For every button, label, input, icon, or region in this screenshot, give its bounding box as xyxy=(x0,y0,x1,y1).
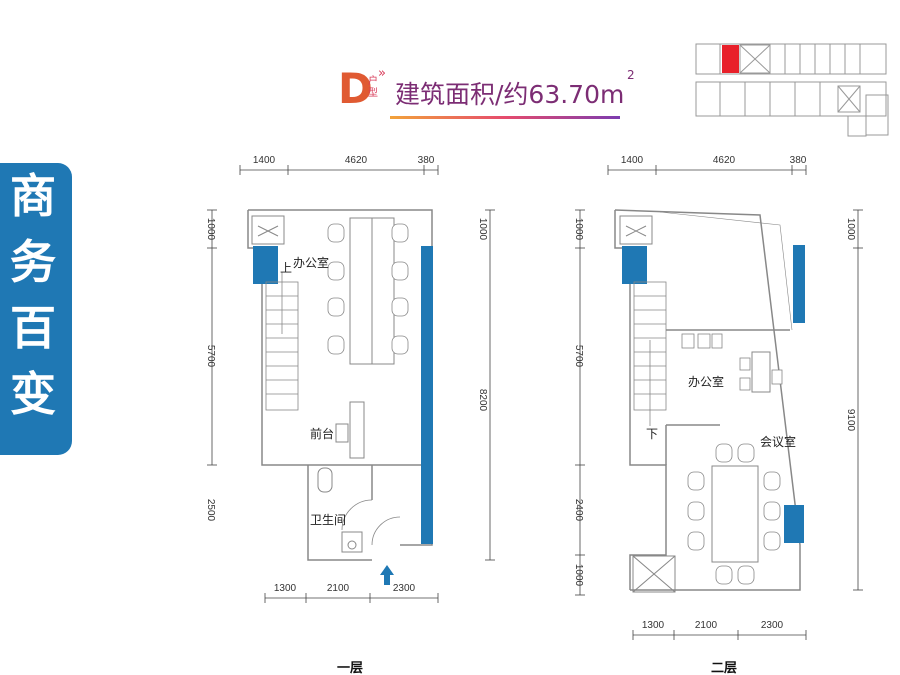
f2-right-dim-2: 9100 xyxy=(845,409,856,432)
f2-stairs xyxy=(633,281,667,426)
f1-wall-blue-right xyxy=(421,246,433,544)
f1-stairs xyxy=(265,272,299,411)
side-category-tab: 商 务 百 变 xyxy=(0,163,72,455)
unit-type-char-1: 户 xyxy=(368,76,378,87)
f2-room-office: 办公室 xyxy=(688,374,724,389)
f1-bottom-dim-2: 2100 xyxy=(327,583,350,594)
f2-left-dim-4: 1000 xyxy=(573,564,584,587)
f1-room-bathroom: 卫生间 xyxy=(310,513,346,527)
f1-shaft xyxy=(251,215,285,245)
f1-stair-up: 上 xyxy=(280,261,292,275)
f1-bottom-dim-1: 1300 xyxy=(274,583,297,594)
f1-left-dim-1: 1000 xyxy=(205,218,216,241)
f2-left-dim-1: 1000 xyxy=(573,218,584,241)
f1-room-reception: 前台 xyxy=(310,426,334,441)
f2-left-dim-3: 2400 xyxy=(573,499,584,522)
f2-label: 二层 xyxy=(711,661,737,675)
f2-bottom-dim-3: 2300 xyxy=(761,620,784,631)
f1-right-dim-a: 1000 xyxy=(477,218,488,241)
floor2-plan: 1400 4620 380 1000 5700 2400 1000 1000 9… xyxy=(573,155,863,675)
f2-shaft-bottom xyxy=(632,555,676,593)
unit-mark: » xyxy=(378,66,386,81)
f1-entry-arrow-icon xyxy=(380,565,394,585)
f1-left-dim-3: 2500 xyxy=(205,499,216,522)
f2-top-dim-2: 4620 xyxy=(713,155,736,166)
f1-top-dim-2: 4620 xyxy=(345,155,368,166)
key-plan-highlight xyxy=(722,45,739,73)
f1-right-dim: 8200 xyxy=(477,389,488,412)
f1-sink xyxy=(341,531,363,553)
f2-top-dim-3: 380 xyxy=(790,155,807,166)
f2-bottom-dim-1: 1300 xyxy=(642,620,665,631)
key-plan xyxy=(695,43,889,137)
f2-wall-blue-right-top xyxy=(793,245,805,323)
f2-meeting-chairs xyxy=(687,443,781,585)
f2-top-dim-1: 1400 xyxy=(621,155,644,166)
f1-label: 一层 xyxy=(337,661,363,675)
unit-title: D 户 型 » 建筑面积/约63.70m 2 xyxy=(338,64,638,124)
f1-desk-right xyxy=(371,217,395,365)
f1-bottom-dim-3: 2300 xyxy=(393,583,416,594)
f2-left-dim-2: 5700 xyxy=(573,345,584,368)
f1-left-dim-2: 5700 xyxy=(205,345,216,368)
f1-reception-chair xyxy=(335,423,349,443)
f2-shaft xyxy=(619,215,653,245)
side-tab-char-1: 商 xyxy=(10,169,56,223)
f1-chairs xyxy=(327,223,409,355)
f2-wall-blue-right-bottom xyxy=(784,505,804,543)
f1-reception-desk xyxy=(349,401,365,459)
unit-type-char-2: 型 xyxy=(368,88,378,99)
f2-wall-blue-left xyxy=(622,246,647,284)
floor1-plan: 1400 4620 380 1000 5700 2500 1000 8200 1… xyxy=(205,155,495,675)
f2-bottom-dim-2: 2100 xyxy=(695,620,718,631)
title-underline xyxy=(390,116,620,119)
f2-room-meeting: 会议室 xyxy=(760,434,796,449)
unit-letter: D xyxy=(338,64,373,113)
side-tab-char-2: 务 xyxy=(10,235,56,289)
side-tab-char-3: 百 xyxy=(10,301,56,355)
area-text: 建筑面积/约63.70m xyxy=(395,80,625,109)
f2-stair-down: 下 xyxy=(646,427,658,441)
f2-office-desk xyxy=(751,351,771,393)
area-superscript: 2 xyxy=(627,68,635,82)
f2-meeting-table xyxy=(711,465,759,563)
f1-top-dim-1: 1400 xyxy=(253,155,276,166)
f1-top-dim-3: 380 xyxy=(418,155,435,166)
side-tab-char-4: 变 xyxy=(10,367,56,421)
f2-office-chairs xyxy=(681,333,783,391)
f1-wall-blue-left xyxy=(253,246,278,284)
f1-toilet xyxy=(317,467,333,493)
f1-desk-left xyxy=(349,217,373,365)
f1-room-office: 办公室 xyxy=(293,255,329,270)
f2-right-dim-1: 1000 xyxy=(845,218,856,241)
